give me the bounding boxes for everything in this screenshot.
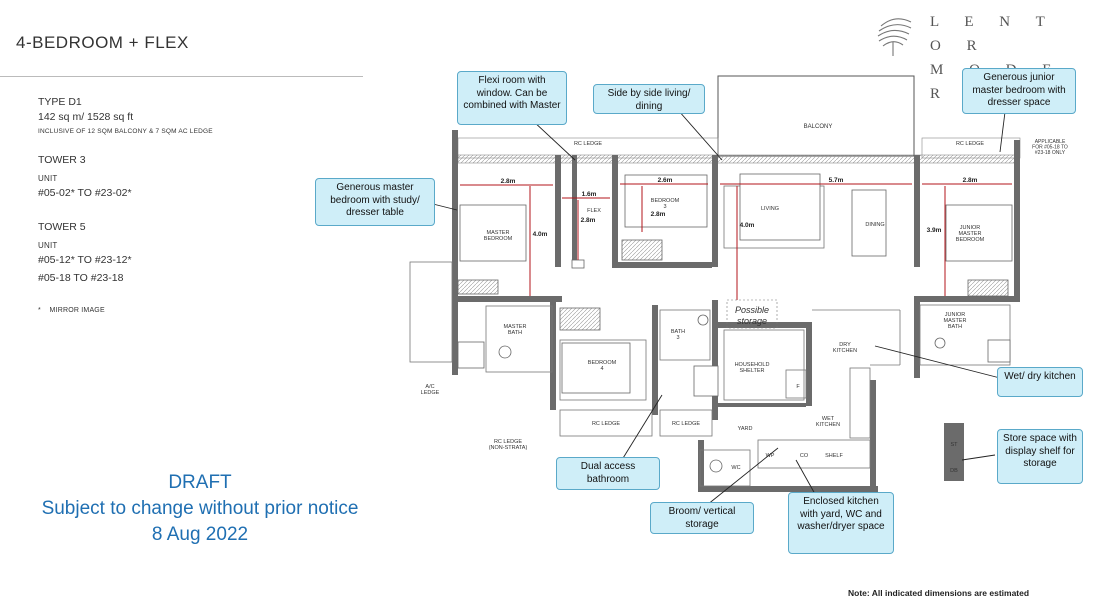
label-st: ST bbox=[950, 442, 958, 448]
callout-dual-access: Dual access bathroom bbox=[556, 457, 660, 490]
label-rc-ledge-right: RC LEDGE bbox=[956, 141, 984, 147]
tower-3-unit-label: UNIT bbox=[38, 174, 58, 183]
label-shelf: SHELF bbox=[825, 453, 843, 459]
mirror-footnote: * MIRROR IMAGE bbox=[38, 307, 105, 314]
dim-bedroom3-depth: 2.8m bbox=[651, 211, 666, 218]
label-wc: WC bbox=[731, 465, 740, 471]
divider bbox=[0, 76, 363, 77]
lentor-logo-icon bbox=[877, 18, 912, 56]
label-rc-ledge-non-strata: RC LEDGE(NON-STRATA) bbox=[489, 439, 528, 451]
tower-3-units: #05-02* TO #23-02* bbox=[38, 187, 132, 199]
callout-store-space: Store space with display shelf for stora… bbox=[997, 429, 1083, 484]
tower-5-units-1: #05-12* TO #23-12* bbox=[38, 254, 132, 266]
brand-wordmark: L E N T O R M O D E R N bbox=[930, 10, 1090, 106]
draft-line-1: DRAFT bbox=[168, 472, 232, 493]
page-title: 4-BEDROOM + FLEX bbox=[16, 33, 189, 52]
dimension-lines bbox=[460, 183, 1012, 300]
tower-5-units-2: #05-18 TO #23-18 bbox=[38, 272, 124, 284]
label-co: CO bbox=[800, 453, 809, 459]
callout-leaders bbox=[432, 109, 1006, 506]
unit-inclusion: INCLUSIVE OF 12 SQM BALCONY & 7 SQM AC L… bbox=[38, 128, 213, 135]
label-living: LIVING bbox=[761, 206, 779, 212]
label-f: F bbox=[796, 384, 800, 390]
callout-master-bedroom: Generous master bedroom with study/ dres… bbox=[315, 178, 435, 226]
callout-junior-master: Generous junior master bedroom with dres… bbox=[962, 68, 1076, 114]
unit-type: TYPE D1 bbox=[38, 96, 82, 108]
label-yard: YARD bbox=[738, 426, 753, 432]
dim-master-depth: 4.0m bbox=[533, 231, 548, 238]
unit-area: 142 sq m/ 1528 sq ft bbox=[38, 111, 134, 123]
label-wp: WP bbox=[766, 453, 775, 459]
brand-line-1: L E N T O R bbox=[930, 14, 1056, 54]
callout-wet-dry: Wet/ dry kitchen bbox=[997, 367, 1083, 397]
label-balcony: BALCONY bbox=[804, 124, 833, 130]
window-band bbox=[457, 154, 1019, 164]
walls bbox=[452, 130, 1020, 492]
possible-storage-box bbox=[726, 299, 778, 329]
draft-line-2: Subject to change without prior notice bbox=[41, 498, 359, 519]
dim-bedroom3-width: 2.6m bbox=[658, 177, 673, 184]
callout-flexi-room: Flexi room with window. Can be combined … bbox=[457, 71, 567, 125]
dim-junior-master-depth: 3.9m bbox=[927, 227, 942, 234]
dim-flex-width: 1.6m bbox=[582, 191, 597, 198]
label-rc-ledge-bottom-left: RC LEDGE bbox=[592, 421, 620, 427]
label-rc-ledge-bottom-right: RC LEDGE bbox=[672, 421, 700, 427]
furniture bbox=[457, 173, 1013, 473]
dim-junior-master-width: 2.8m bbox=[963, 177, 978, 184]
footnote-text: MIRROR IMAGE bbox=[49, 307, 105, 314]
label-dining: DINING bbox=[865, 222, 884, 228]
dim-master-width: 2.8m bbox=[501, 178, 516, 185]
tower-5-name: TOWER 5 bbox=[38, 221, 86, 233]
dimension-labels: 2.8m 1.6m 2.8m 2.6m 2.8m 5.7m 2.8m 4.0m … bbox=[501, 177, 978, 238]
draft-line-3: 8 Aug 2022 bbox=[151, 524, 249, 545]
dim-living-dining-width: 5.7m bbox=[829, 177, 844, 184]
label-rc-ledge-top: RC LEDGE bbox=[574, 141, 602, 147]
dim-flex-depth: 2.8m bbox=[581, 217, 596, 224]
draft-notice: DRAFT Subject to change without prior no… bbox=[0, 470, 400, 548]
dim-living-depth: 4.0m bbox=[740, 222, 755, 229]
label-flex: FLEX bbox=[587, 208, 601, 214]
interior-lines bbox=[409, 185, 1011, 487]
callout-enclosed-kitchen: Enclosed kitchen with yard, WC and washe… bbox=[788, 492, 894, 554]
footnote-mark: * bbox=[38, 307, 41, 314]
balcony-outline bbox=[717, 75, 915, 157]
scale-note: Note: All indicated dimensions are estim… bbox=[848, 588, 1030, 598]
label-db: DB bbox=[950, 468, 958, 474]
tower-5-unit-label: UNIT bbox=[38, 241, 58, 250]
callout-side-by-side: Side by side living/ dining bbox=[593, 84, 705, 114]
callout-broom: Broom/ vertical storage bbox=[650, 502, 754, 534]
tower-3-name: TOWER 3 bbox=[38, 154, 86, 166]
